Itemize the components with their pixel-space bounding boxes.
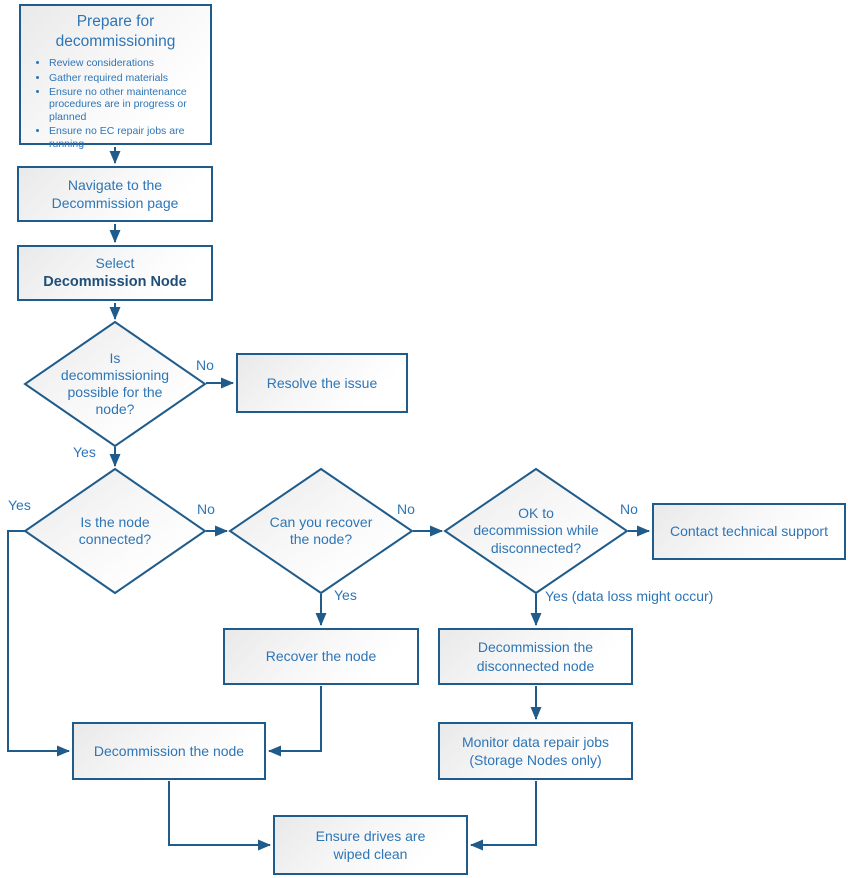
step-resolve-the-issue: Resolve the issue [236, 353, 408, 413]
edge-label-yes: Yes [73, 444, 96, 460]
edge-label-yes: Yes [8, 497, 31, 513]
prepare-checklist: Review considerations Gather required ma… [25, 57, 206, 152]
step-label: Navigate to the Decommission page [51, 176, 179, 211]
step-label: Select [95, 255, 135, 272]
step-decommission-the-node: Decommission the node [72, 722, 266, 780]
step-contact-technical-support: Contact technical support [652, 503, 846, 560]
decision-diamond-can-recover [228, 467, 414, 595]
edge-label-yes-data-loss: Yes (data loss might occur) [545, 588, 714, 604]
checklist-item: Gather required materials [49, 72, 204, 84]
connector-recover-to-decommission-node [268, 686, 322, 757]
decision-diamond-ok-disconnected [443, 467, 629, 595]
step-prepare-for-decommissioning: Prepare for decommissioning Review consi… [19, 4, 212, 150]
step-decommission-disconnected-node: Decommission the disconnected node [438, 628, 633, 685]
decision-diamond-connected [23, 467, 207, 595]
step-label: Recover the node [265, 648, 377, 665]
edge-label-no: No [197, 501, 215, 517]
connector-monitor-to-ensure [470, 781, 537, 851]
step-label: Decommission the disconnected node [476, 639, 595, 674]
step-title: Prepare for decommissioning [55, 13, 176, 51]
step-label: Decommission the node [93, 742, 245, 759]
step-recover-the-node: Recover the node [223, 628, 419, 685]
checklist-item: Review considerations [49, 57, 204, 69]
checklist-item: Ensure no other maintenance procedures a… [49, 86, 204, 123]
step-label: Contact technical support [670, 523, 828, 540]
step-navigate-to-decommission-page: Navigate to the Decommission page [17, 166, 213, 222]
step-label: Ensure drives are wiped clean [315, 827, 426, 862]
checklist-item: Ensure no EC repair jobs are running [49, 125, 204, 150]
edge-label-no: No [196, 357, 214, 373]
decision-diamond-possible [23, 320, 207, 448]
step-ensure-drives-wiped-clean: Ensure drives are wiped clean [273, 815, 468, 875]
step-monitor-data-repair-jobs: Monitor data repair jobs (Storage Nodes … [438, 722, 633, 780]
step-select-decommission-node: Select Decommission Node [17, 245, 213, 301]
connector-decommission-node-to-ensure [168, 781, 271, 851]
step-label-emphasis: Decommission Node [43, 273, 187, 290]
edge-label-no: No [620, 501, 638, 517]
edge-label-no: No [397, 501, 415, 517]
step-label: Monitor data repair jobs (Storage Nodes … [461, 733, 610, 768]
connector-connected-yes-to-decommission-node [7, 530, 70, 757]
edge-label-yes: Yes [334, 587, 357, 603]
step-label: Resolve the issue [266, 374, 378, 391]
